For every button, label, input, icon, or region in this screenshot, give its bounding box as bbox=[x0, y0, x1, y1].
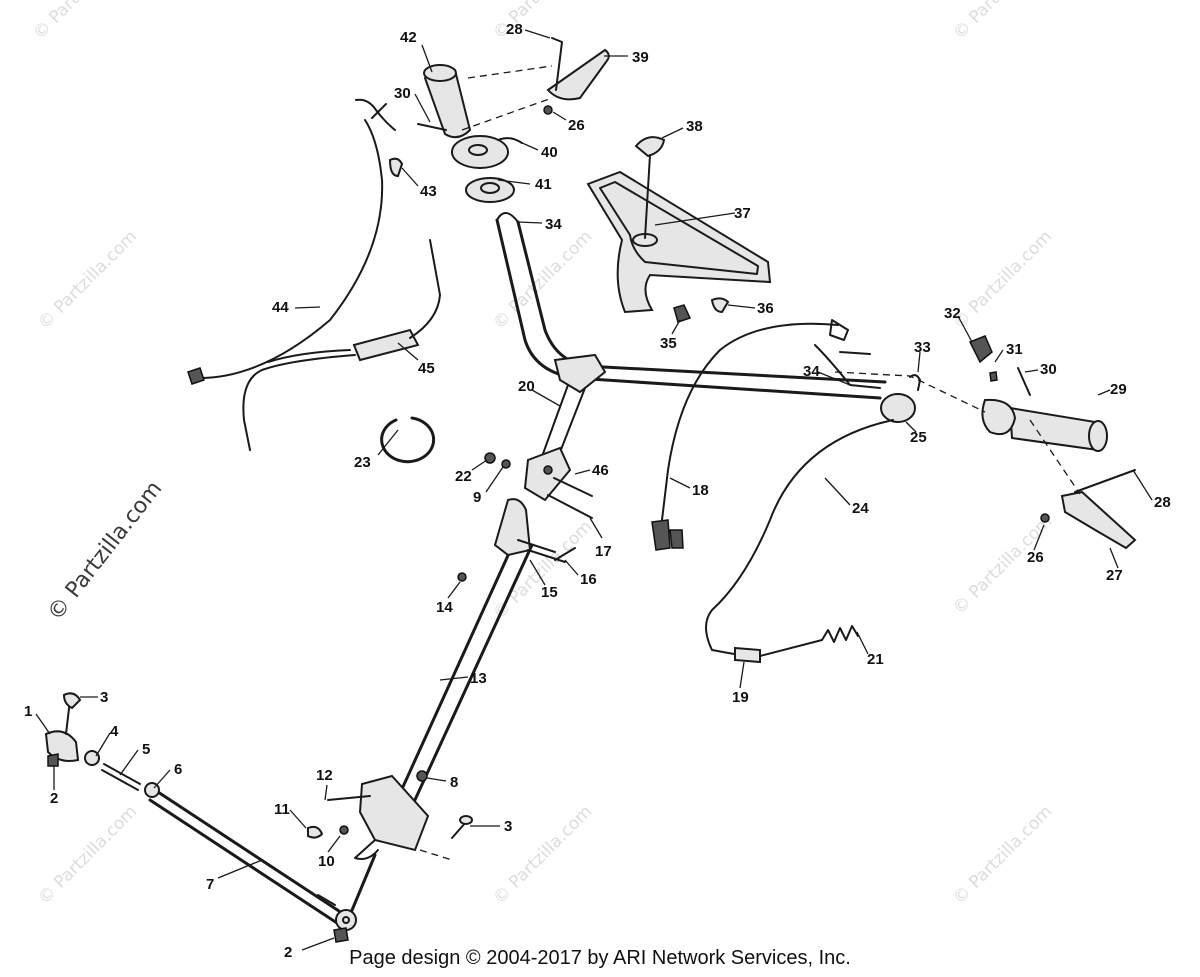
callout-22: 22 bbox=[455, 468, 472, 485]
callout-33: 33 bbox=[914, 339, 931, 356]
callout-labels: 42 28 39 30 26 38 40 43 41 34 37 36 35 4… bbox=[24, 21, 1171, 961]
callout-34: 34 bbox=[803, 363, 820, 380]
callout-12: 12 bbox=[316, 767, 333, 784]
steering-assembly bbox=[307, 353, 607, 917]
callout-28: 28 bbox=[506, 21, 523, 38]
tie-rod-assembly bbox=[44, 692, 357, 943]
callout-7: 7 bbox=[206, 876, 214, 893]
callout-42: 42 bbox=[400, 29, 417, 46]
watermark: © Partzilla.com bbox=[949, 227, 1056, 334]
callout-9: 9 bbox=[473, 489, 481, 506]
callout-35: 35 bbox=[660, 335, 677, 352]
callout-32: 32 bbox=[944, 305, 961, 322]
cover-assembly bbox=[586, 136, 772, 323]
callout-11: 11 bbox=[274, 801, 290, 818]
callout-26: 26 bbox=[1027, 549, 1044, 566]
leader-lines bbox=[35, 29, 1153, 951]
callout-13: 13 bbox=[470, 670, 487, 687]
callout-28: 28 bbox=[1154, 494, 1171, 511]
callout-25: 25 bbox=[910, 429, 927, 446]
callout-27: 27 bbox=[1106, 567, 1123, 584]
callout-16: 16 bbox=[580, 571, 597, 588]
callout-41: 41 bbox=[535, 176, 552, 193]
callout-31: 31 bbox=[1006, 341, 1023, 358]
callout-21: 21 bbox=[867, 651, 884, 668]
callout-3: 3 bbox=[100, 689, 108, 706]
callout-4: 4 bbox=[110, 723, 119, 740]
callout-29: 29 bbox=[1110, 381, 1127, 398]
cable-assembly bbox=[187, 98, 894, 664]
callout-45: 45 bbox=[418, 360, 435, 377]
callout-15: 15 bbox=[541, 584, 558, 601]
watermark: © Partzilla.com bbox=[29, 0, 136, 44]
callout-5: 5 bbox=[142, 741, 150, 758]
callout-40: 40 bbox=[541, 144, 558, 161]
callout-23: 23 bbox=[354, 454, 371, 471]
callout-26: 26 bbox=[568, 117, 585, 134]
callout-34: 34 bbox=[545, 216, 562, 233]
copyright-footer: Page design © 2004-2017 by ARI Network S… bbox=[349, 947, 851, 969]
callout-36: 36 bbox=[757, 300, 774, 317]
callout-2: 2 bbox=[50, 790, 58, 807]
callout-8: 8 bbox=[450, 774, 458, 791]
callout-43: 43 bbox=[420, 183, 437, 200]
watermark: © Partzilla.com bbox=[949, 802, 1056, 909]
callout-6: 6 bbox=[174, 761, 182, 778]
callout-10: 10 bbox=[318, 853, 335, 870]
callout-2: 2 bbox=[284, 944, 292, 961]
callout-20: 20 bbox=[518, 378, 535, 395]
callout-1: 1 bbox=[24, 703, 32, 720]
callout-30: 30 bbox=[394, 85, 411, 102]
callout-39: 39 bbox=[632, 49, 649, 66]
callout-18: 18 bbox=[692, 482, 709, 499]
callout-17: 17 bbox=[595, 543, 612, 560]
callout-19: 19 bbox=[732, 689, 749, 706]
callout-44: 44 bbox=[272, 299, 289, 316]
callout-24: 24 bbox=[852, 500, 869, 517]
callout-3: 3 bbox=[504, 818, 512, 835]
watermark: © Partzilla.com bbox=[34, 227, 141, 334]
callout-38: 38 bbox=[686, 118, 703, 135]
watermark: © Partzilla.com bbox=[34, 802, 141, 909]
watermark: © Partzilla.com bbox=[949, 0, 1056, 44]
watermark-prominent: © Partzilla.com bbox=[43, 477, 167, 626]
callout-30: 30 bbox=[1040, 361, 1057, 378]
callout-14: 14 bbox=[436, 599, 453, 616]
callout-46: 46 bbox=[592, 462, 609, 479]
callout-37: 37 bbox=[734, 205, 751, 222]
